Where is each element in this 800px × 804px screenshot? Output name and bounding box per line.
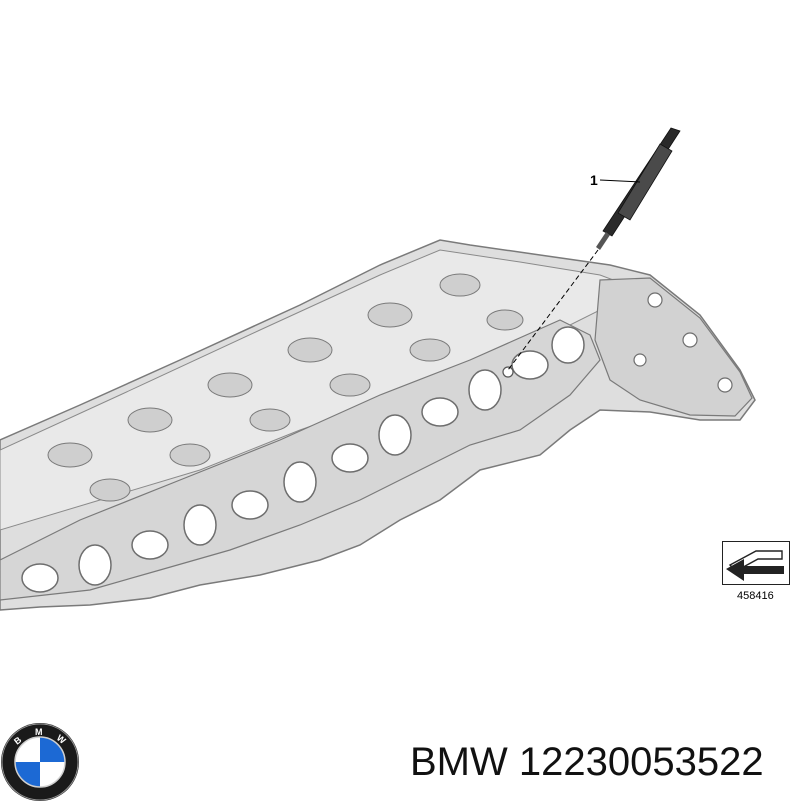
arrow-bracket-icon [726, 550, 784, 581]
part-label: BMW 12230053522 [410, 740, 764, 785]
installation-line [507, 249, 599, 371]
svg-text:B: B [12, 734, 24, 746]
brand-name: BMW [410, 740, 508, 784]
reference-number: 458416 [737, 590, 774, 602]
cylinder-head [0, 239, 756, 611]
part-number: 12230053522 [518, 740, 764, 784]
callout-number: 1 [590, 172, 598, 188]
callout-leader [599, 179, 641, 183]
bmw-roundel-logo: B M W [1, 723, 79, 801]
glow-plug [596, 127, 681, 250]
svg-text:M: M [35, 727, 43, 737]
